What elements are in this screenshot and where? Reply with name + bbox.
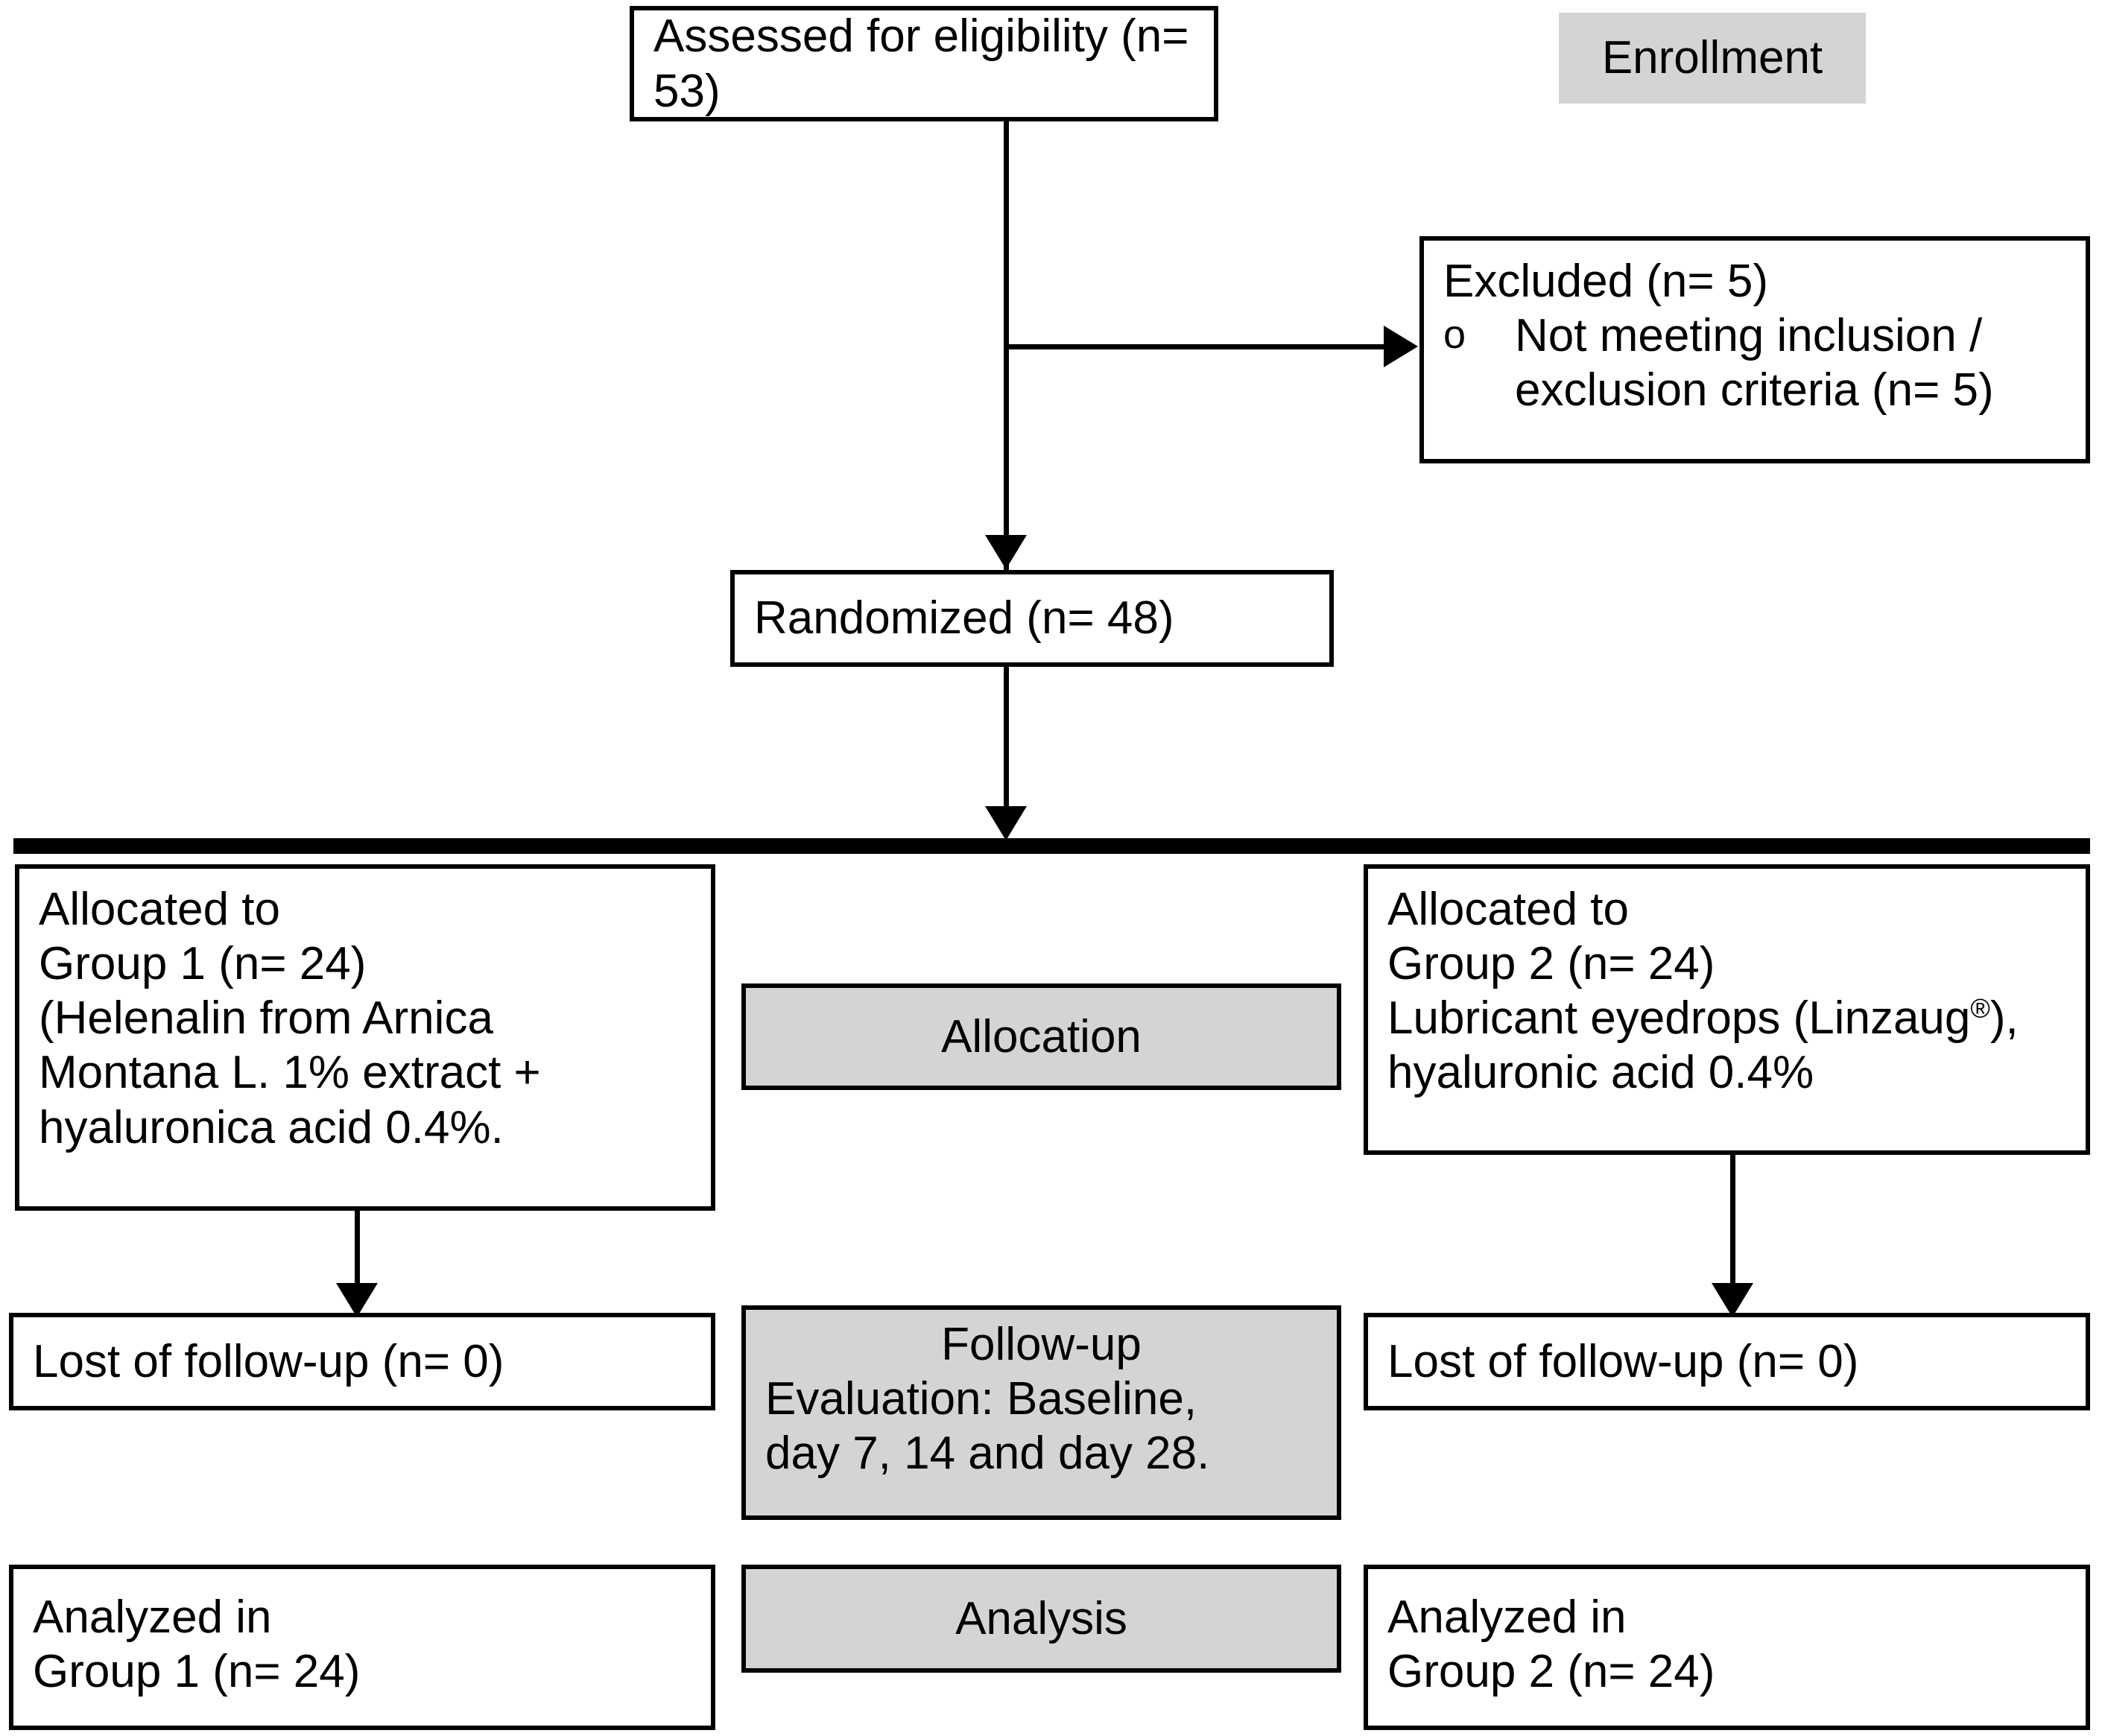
allocated-group-2-box: Allocated to Group 2 (n= 24) Lubricant e… (1364, 864, 2090, 1155)
randomized-text: Randomized (n= 48) (754, 592, 1174, 644)
registered-trademark-icon: ® (1970, 992, 1990, 1024)
excluded-bullet-text: Not meeting inclusion / exclusion criter… (1515, 310, 1994, 416)
analyzed-group-2-line-1: Analyzed in (1387, 1591, 1627, 1643)
excluded-title: Excluded (n= 5) (1443, 256, 1768, 307)
connector-randomized-to-allocation (1004, 667, 1009, 812)
allocated-group-2-line-3-main: Lubricant eyedrops (Linzaug (1387, 992, 1971, 1045)
assessed-for-eligibility-box: Assessed for eligibility (n= 53) (630, 6, 1218, 121)
allocated-group-2-line-3-tail: ), (1990, 992, 2019, 1045)
arrow-to-allocation-bar (985, 806, 1027, 840)
stage-label-enrollment: Enrollment (1559, 13, 1866, 104)
stage-label-followup: Follow-up Evaluation: Baseline, day 7, 1… (741, 1305, 1341, 1520)
allocated-group-1-line-2: Group 1 (n= 24) (39, 938, 367, 990)
stage-label-allocation-text: Allocation (941, 1010, 1142, 1062)
allocated-group-2-line-3: Lubricant eyedrops (Linzaug®), (1387, 991, 2066, 1045)
stage-label-analysis: Analysis (741, 1565, 1341, 1673)
analyzed-group-1-line-2: Group 1 (n= 24) (33, 1646, 361, 1698)
bullet-circle-icon: o (1443, 312, 1466, 358)
excluded-box: Excluded (n= 5) o Not meeting inclusion … (1419, 236, 2090, 463)
connector-assessed-to-randomized (1004, 121, 1009, 656)
allocated-group-2-content: Allocated to Group 2 (n= 24) Lubricant e… (1368, 869, 2086, 1114)
stage-label-followup-content: Follow-up Evaluation: Baseline, day 7, 1… (746, 1310, 1337, 1494)
lost-followup-group-1-box: Lost of follow-up (n= 0) (9, 1313, 715, 1410)
allocation-separator-bar (13, 838, 2090, 854)
analyzed-group-2-content: Analyzed in Group 2 (n= 24) (1368, 1569, 2086, 1712)
stage-label-analysis-text: Analysis (955, 1592, 1127, 1644)
arrow-left-allocation-to-lost (336, 1283, 378, 1317)
allocated-group-2-line-4: hyaluronic acid 0.4% (1387, 1047, 1814, 1099)
allocated-group-1-line-3: (Helenalin from Arnica (39, 992, 493, 1045)
stage-label-enrollment-text: Enrollment (1601, 32, 1823, 84)
excluded-content: Excluded (n= 5) o Not meeting inclusion … (1424, 241, 2086, 431)
connector-left-allocation-to-lost (355, 1211, 360, 1289)
allocated-group-1-line-4: Montana L. 1% extract + (39, 1047, 541, 1099)
analyzed-group-1-content: Analyzed in Group 1 (n= 24) (13, 1569, 711, 1712)
allocated-group-2-line-2: Group 2 (n= 24) (1387, 938, 1715, 990)
randomized-box: Randomized (n= 48) (730, 570, 1334, 667)
arrow-to-randomized (985, 535, 1027, 569)
stage-label-followup-line-1: Follow-up (941, 1319, 1142, 1370)
analyzed-group-2-box: Analyzed in Group 2 (n= 24) (1364, 1565, 2090, 1730)
allocated-group-1-line-1: Allocated to (39, 884, 280, 935)
stage-label-followup-line-3: day 7, 14 and day 28. (765, 1428, 1210, 1480)
lost-followup-group-2-text: Lost of follow-up (n= 0) (1387, 1335, 1859, 1387)
allocated-group-1-box: Allocated to Group 1 (n= 24) (Helenalin … (15, 864, 715, 1211)
allocated-group-2-line-1: Allocated to (1387, 884, 1629, 935)
lost-followup-group-1-text: Lost of follow-up (n= 0) (33, 1335, 504, 1387)
lost-followup-group-2-box: Lost of follow-up (n= 0) (1364, 1313, 2090, 1410)
stage-label-followup-line-2: Evaluation: Baseline, (765, 1373, 1197, 1425)
connector-to-excluded (1004, 344, 1385, 349)
analyzed-group-1-box: Analyzed in Group 1 (n= 24) (9, 1565, 715, 1730)
excluded-bullet-item: o Not meeting inclusion / exclusion crit… (1443, 308, 2066, 417)
analyzed-group-1-line-1: Analyzed in (33, 1591, 272, 1643)
allocated-group-1-line-5: hyaluronica acid 0.4%. (39, 1101, 504, 1153)
arrow-to-excluded (1384, 326, 1418, 367)
connector-right-allocation-to-lost (1730, 1155, 1735, 1289)
arrow-right-allocation-to-lost (1712, 1283, 1753, 1317)
analyzed-group-2-line-2: Group 2 (n= 24) (1387, 1646, 1715, 1698)
allocated-group-1-content: Allocated to Group 1 (n= 24) (Helenalin … (19, 869, 711, 1168)
assessed-for-eligibility-text: Assessed for eligibility (n= 53) (653, 10, 1189, 117)
stage-label-allocation: Allocation (741, 983, 1341, 1090)
